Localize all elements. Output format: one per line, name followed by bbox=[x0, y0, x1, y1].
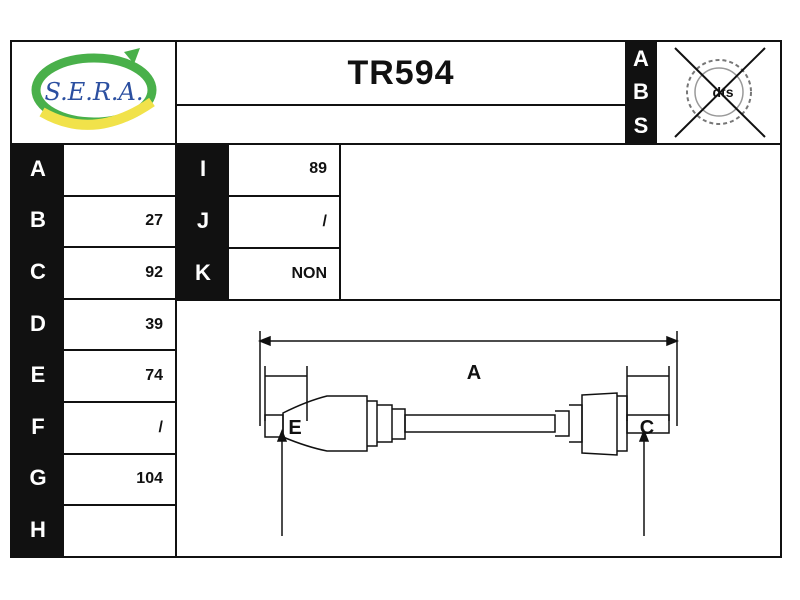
sera-logo: S.E.R.A. bbox=[31, 48, 157, 130]
spec-value-i: 89 bbox=[309, 160, 327, 177]
spec-value-f: / bbox=[64, 401, 175, 453]
abs-letter-b: B bbox=[633, 79, 649, 105]
spec-value-c: 92 bbox=[64, 246, 175, 298]
spec-letter-i: I bbox=[177, 143, 229, 195]
spec-letter-b: B bbox=[12, 194, 64, 247]
logo-text: S.E.R.A. bbox=[44, 78, 143, 106]
spec-letter-c: C bbox=[12, 246, 64, 298]
dts-label: dts bbox=[713, 84, 734, 100]
spec-letter-a: A bbox=[12, 143, 64, 195]
spec-value-a bbox=[64, 143, 175, 195]
spec-letter-d: D bbox=[12, 297, 64, 350]
driveshaft-diagram: A E C D B bbox=[177, 301, 780, 579]
spec-letter-f: F bbox=[12, 401, 64, 453]
spec-value-b: 27 bbox=[64, 194, 175, 247]
spec-value-k: NON bbox=[229, 247, 339, 299]
dts-crossed-icon: dts bbox=[657, 42, 780, 143]
spec-letter-j: J bbox=[177, 195, 229, 247]
spec-value-d: 39 bbox=[64, 297, 175, 350]
spec-letter-k: K bbox=[177, 247, 229, 299]
abs-letter-s: S bbox=[633, 113, 649, 139]
page-title: TR594 bbox=[347, 53, 455, 92]
dim-label-a: A bbox=[467, 362, 481, 384]
logo-cell: S.E.R.A. bbox=[12, 42, 175, 143]
spec-value-g: 104 bbox=[64, 452, 175, 505]
dim-label-e: E bbox=[288, 417, 301, 439]
spec-letter-h: H bbox=[12, 504, 64, 556]
spec-value-h bbox=[64, 504, 175, 556]
dim-label-c: C bbox=[640, 417, 654, 439]
abs-label: A B S bbox=[625, 42, 657, 143]
spec-letter-g: G bbox=[12, 452, 64, 505]
abs-letter-a: A bbox=[633, 45, 649, 71]
spec-value-j: / bbox=[229, 195, 339, 247]
spec-value-e: 74 bbox=[64, 349, 175, 401]
spec-letter-e: E bbox=[12, 349, 64, 401]
